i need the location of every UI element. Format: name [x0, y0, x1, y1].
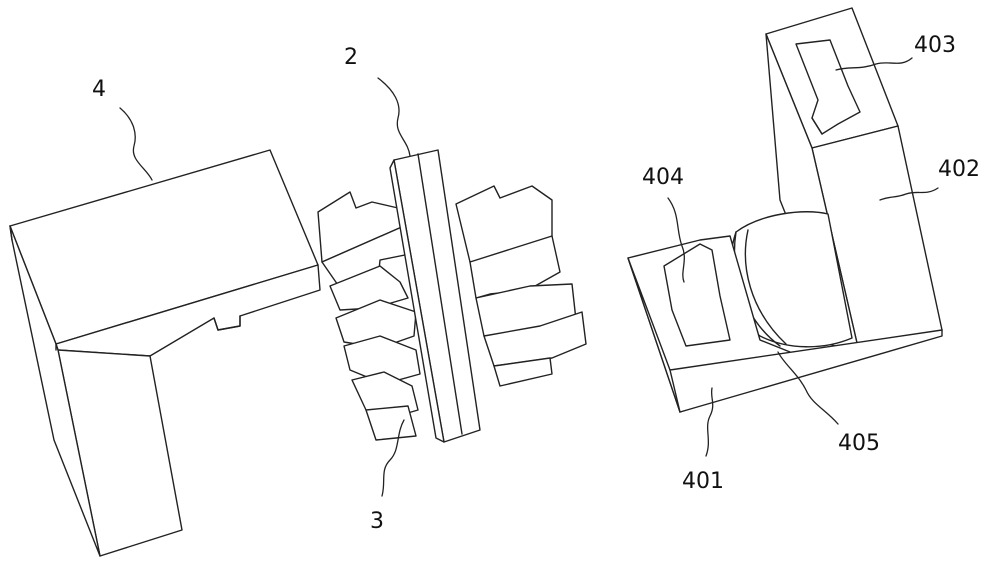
label-part-2: 2	[344, 45, 358, 70]
leader-404	[667, 197, 685, 283]
leader-4	[119, 107, 153, 181]
label-part-404: 404	[642, 165, 684, 190]
leader-2	[377, 77, 411, 157]
label-part-405: 405	[838, 431, 880, 456]
part-4-l-block	[9, 149, 321, 557]
label-part-402: 402	[938, 157, 980, 182]
leader-401	[705, 387, 714, 457]
label-part-4: 4	[92, 77, 106, 102]
label-part-3: 3	[370, 509, 384, 534]
part-401-402-assembly	[627, 7, 943, 413]
leader-lines	[119, 57, 939, 497]
leader-3	[381, 419, 405, 497]
leader-405	[777, 351, 839, 425]
label-part-403: 403	[914, 33, 956, 58]
leader-402	[879, 187, 939, 201]
part-2-center-plate	[317, 149, 587, 443]
leader-403	[835, 57, 913, 71]
label-part-401: 401	[682, 469, 724, 494]
